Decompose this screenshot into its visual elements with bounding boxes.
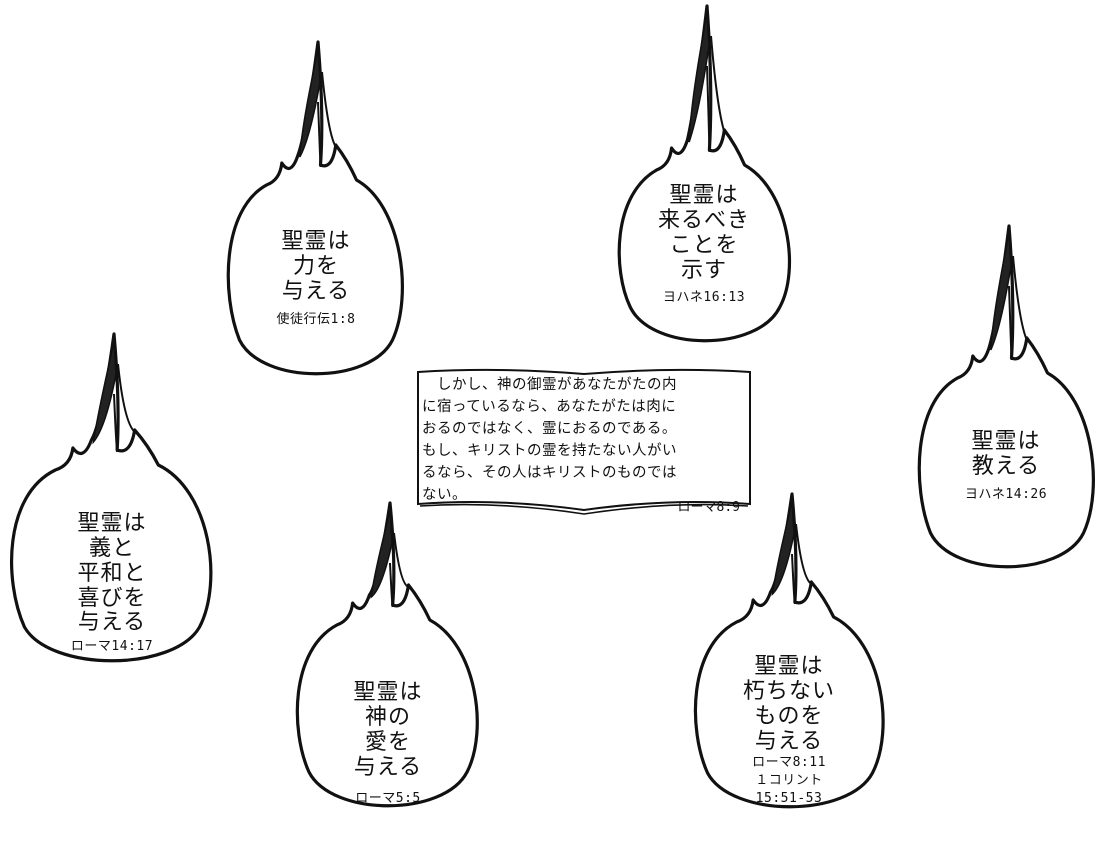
line: 与える <box>353 754 423 780</box>
line: 朽ちない <box>742 678 836 704</box>
scripture-text: しかし、神の御霊があなたがたの内 に宿っているなら、あなたがたは肉に おるのでは… <box>422 374 750 506</box>
line: 与える <box>77 610 147 636</box>
line: 聖霊は <box>669 183 739 208</box>
ref-line: 15:51-53 <box>755 790 823 806</box>
flame-streak <box>389 532 410 608</box>
flame-outline <box>295 501 479 808</box>
scripture-line: るなら、その人はキリストのものでは <box>422 465 677 481</box>
bible-outline <box>417 368 751 515</box>
ref-line: ヨハネ16:13 <box>662 290 746 306</box>
flame-label-power: 聖霊は 力を 与える 使徒行伝1:8 <box>277 229 356 329</box>
flame-incorrupt <box>693 492 885 809</box>
line: 教える <box>971 453 1041 479</box>
flame-righteous <box>10 332 213 663</box>
flame-ref-incorrupt: ローマ8:11 １コリント 15:51-53 <box>743 754 835 807</box>
open-bible: しかし、神の御霊があなたがたの内 に宿っているなら、あなたがたは肉に おるのでは… <box>414 366 754 518</box>
flame-text-righteous: 聖霊は 義と 平和と 喜びを 与える <box>71 511 153 636</box>
flame-text-teach: 聖霊は 教える <box>965 429 1047 480</box>
flame-text-love: 聖霊は 神の 愛を 与える <box>353 680 423 780</box>
line: 愛を <box>364 729 412 755</box>
line: 神の <box>364 704 412 730</box>
flame-label-righteous: 聖霊は 義と 平和と 喜びを 与える ローマ14:17 <box>71 511 153 656</box>
line: 示す <box>680 257 728 283</box>
line: 聖霊は <box>281 229 351 254</box>
scripture-line: ない。 <box>422 487 467 503</box>
flame-label-future: 聖霊は 来るべき ことを 示す ヨハネ16:13 <box>657 183 751 308</box>
flame-shadow <box>92 341 117 445</box>
flame-streak <box>706 35 726 153</box>
line: 喜びを <box>77 585 147 611</box>
line: ものを <box>754 703 824 729</box>
ref-line: ローマ8:11 <box>752 755 826 771</box>
flame-shadow <box>990 233 1012 351</box>
line: 力を <box>292 253 340 279</box>
line: 義と <box>88 535 136 561</box>
line: 来るべき <box>657 207 751 233</box>
line: 聖霊は <box>971 429 1041 454</box>
line: 聖霊は <box>353 680 423 705</box>
flame-shadow <box>771 501 795 597</box>
flame-love <box>295 501 479 808</box>
ref-line: ヨハネ14:26 <box>964 486 1048 502</box>
flame-shadow <box>688 13 710 143</box>
flame-shadow <box>370 510 393 599</box>
flame-label-love: 聖霊は 神の 愛を 与える ローマ5:5 <box>353 680 423 809</box>
line: 与える <box>281 278 351 304</box>
flame-streak <box>1008 255 1028 361</box>
flame-ref-power: 使徒行伝1:8 <box>277 311 356 329</box>
flame-power <box>226 40 404 376</box>
flame-text-power: 聖霊は 力を 与える <box>277 229 356 305</box>
line: 聖霊は <box>77 511 147 536</box>
flame-text-incorrupt: 聖霊は 朽ちない ものを 与える <box>742 654 836 754</box>
scripture-line: おるのではなく、霊におるのである。 <box>422 421 677 437</box>
ref-line: ローマ5:5 <box>355 791 421 807</box>
line: 与える <box>754 728 824 754</box>
ref-line: ローマ14:17 <box>70 639 154 655</box>
flame-streak <box>317 71 337 168</box>
line: 聖霊は <box>754 654 824 679</box>
flame-outline <box>10 332 213 663</box>
line: 平和と <box>77 560 147 586</box>
flame-streak <box>791 523 813 605</box>
flame-future <box>617 4 791 343</box>
scripture-line: しかし、神の御霊があなたがたの内 <box>422 377 677 393</box>
flame-ref-teach: ヨハネ14:26 <box>965 486 1047 504</box>
flame-text-future: 聖霊は 来るべき ことを 示す <box>657 183 751 283</box>
line: ことを <box>669 232 739 258</box>
flame-ref-love: ローマ5:5 <box>353 790 422 808</box>
flame-ref-righteous: ローマ14:17 <box>71 638 153 656</box>
flame-label-teach: 聖霊は 教える ヨハネ14:26 <box>965 429 1047 504</box>
flame-streak <box>113 363 136 453</box>
flame-ref-future: ヨハネ16:13 <box>658 289 750 307</box>
flame-teach <box>917 224 1095 569</box>
flame-shadow <box>299 49 321 158</box>
flame-outline <box>693 492 885 809</box>
scripture-ref: ローマ8:9 <box>677 500 740 515</box>
ref-line: １コリント <box>755 772 823 788</box>
ref-line: 使徒行伝1:8 <box>276 311 356 327</box>
scripture-line: に宿っているなら、あなたがたは肉に <box>422 399 677 415</box>
scripture-line: もし、キリストの霊を持たない人がい <box>422 443 677 459</box>
flame-label-incorrupt: 聖霊は 朽ちない ものを 与える ローマ8:11 １コリント 15:51-53 <box>742 654 836 807</box>
